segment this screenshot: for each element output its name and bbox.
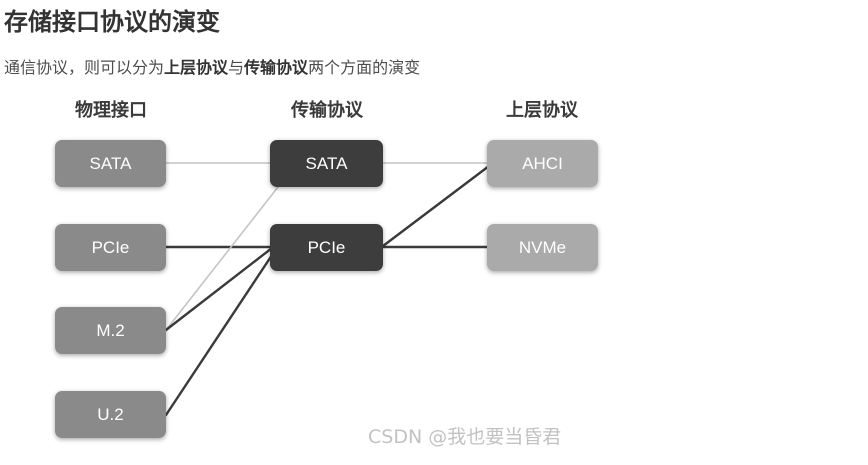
node-label: PCIe [92, 238, 130, 257]
node-box [487, 140, 598, 187]
node-label: NVMe [519, 238, 566, 257]
node-label: U.2 [97, 405, 123, 424]
edge-m2-to-transport-sata [165, 186, 279, 331]
node-box [55, 224, 166, 271]
node-physical-pcie: PCIe [55, 224, 166, 271]
node-physical-m2: M.2 [55, 307, 166, 354]
edge-transport-pcie-to-ahci [381, 164, 491, 248]
node-box [270, 140, 383, 187]
edge-u2-to-transport-pcie [164, 250, 276, 417]
node-physical-u2: U.2 [55, 391, 166, 438]
node-label: M.2 [96, 321, 124, 340]
watermark: CSDN @我也要当昏君 [368, 426, 562, 448]
node-box [55, 307, 166, 354]
header-transport-protocol: 传输协议 [290, 99, 364, 121]
node-label: SATA [306, 154, 349, 173]
node-transport-sata: SATA [270, 140, 383, 187]
node-label: AHCI [522, 154, 563, 173]
node-physical-sata: SATA [55, 140, 166, 187]
node-upper-nvme: NVMe [487, 224, 598, 271]
node-box [55, 140, 166, 187]
intro-term-upper-protocol: 上层协议 [164, 58, 229, 77]
header-physical-interface: 物理接口 [75, 99, 147, 121]
node-box [55, 391, 166, 438]
intro-term-transport-protocol: 传输协议 [244, 58, 309, 77]
page-title: 存储接口协议的演变 [4, 8, 220, 36]
node-label: SATA [90, 154, 133, 173]
node-box [270, 224, 383, 271]
node-label: PCIe [308, 238, 346, 257]
node-box [487, 224, 598, 271]
intro-tail: 两个方面的演变 [308, 58, 421, 77]
intro-text: 通信协议，则可以分为上层协议与传输协议两个方面的演变 [4, 56, 420, 80]
node-transport-pcie: PCIe [270, 224, 383, 271]
edge-m2-to-transport-pcie [164, 246, 274, 332]
intro-joiner: 与 [228, 58, 245, 77]
node-upper-ahci: AHCI [487, 140, 598, 187]
header-upper-protocol: 上层协议 [506, 99, 579, 121]
edge-layer [164, 162, 491, 417]
intro-lead: 通信协议，则可以分为 [4, 58, 165, 77]
